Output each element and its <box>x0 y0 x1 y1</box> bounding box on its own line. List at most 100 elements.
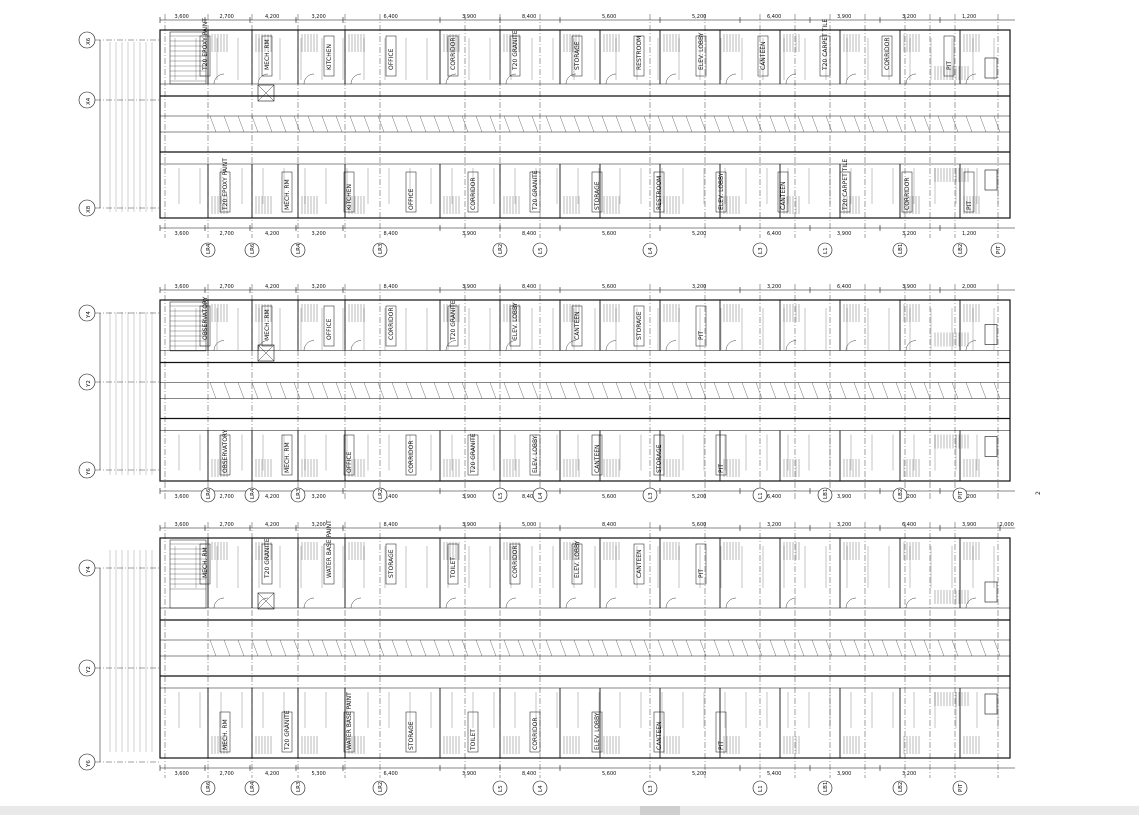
room-label: MECH. RM <box>222 719 229 750</box>
room-label: CANTEEN <box>656 721 663 750</box>
room-label: CORRIDOR <box>388 307 395 340</box>
dimension-text: 1,200 <box>962 494 976 500</box>
room-label: T20 EPOXY PAINT <box>222 158 229 211</box>
grid-bubble <box>752 242 768 258</box>
grid-bubble <box>244 780 260 796</box>
grid-label: L4 <box>648 247 654 254</box>
grid-label: L3 <box>758 247 764 254</box>
grid-label: LR2 <box>378 782 384 792</box>
dimension-text: 3,200 <box>312 284 326 290</box>
room-label: CORRIDOR <box>408 440 415 473</box>
grid-bubble <box>952 487 968 503</box>
room-label: ELEV. LOBBY <box>698 32 705 70</box>
dimension-text: 5,200 <box>692 494 706 500</box>
grid-label: PIT <box>958 783 964 792</box>
grid-bubble <box>952 242 968 258</box>
room-label: ELEV. LOBBY <box>532 435 539 473</box>
grid-label: Y4 <box>86 311 92 319</box>
room-label: ELEV. LOBBY <box>574 540 581 578</box>
dimension-text: 8,400 <box>384 522 398 528</box>
grid-bubble <box>817 242 833 258</box>
dimension-text: 8,400 <box>522 14 536 20</box>
grid-label: L4 <box>538 785 544 792</box>
grid-label: LB1 <box>823 782 829 792</box>
grid-label: LB1 <box>823 489 829 499</box>
dimension-text: 8,400 <box>384 494 398 500</box>
grid-label: PIT <box>958 490 964 499</box>
dimension-text: 3,200 <box>767 284 781 290</box>
dimension-text: 2,700 <box>220 522 234 528</box>
room-label: OFFICE <box>326 318 333 340</box>
grid-label: X4 <box>86 97 92 105</box>
grid-bubble <box>244 487 260 503</box>
grid-bubble <box>752 487 768 503</box>
grid-label: LB1 <box>898 244 904 254</box>
room-label: CORRIDOR <box>512 545 519 578</box>
dimension-text: 8,400 <box>522 284 536 290</box>
dimension-text: 1,200 <box>962 14 976 20</box>
grid-bubble <box>817 487 833 503</box>
dimension-text: 3,200 <box>767 522 781 528</box>
dimension-text: 1,200 <box>962 231 976 237</box>
scroll-thumb[interactable] <box>640 806 680 815</box>
grid-bubble <box>532 780 548 796</box>
dimension-text: 4,200 <box>265 231 279 237</box>
room-label: T20 GRANITE <box>264 538 271 579</box>
room-label: T20 GRANITE <box>284 710 291 751</box>
room-label: T20 CARPET TILE <box>842 159 849 211</box>
dimension-text: 8,400 <box>384 231 398 237</box>
grid-label: LR4 <box>296 243 302 254</box>
grid-label: X8 <box>86 205 92 213</box>
grid-bubble <box>200 780 216 796</box>
grid-label: LR4 <box>250 488 256 499</box>
dimension-text: 3,600 <box>175 231 189 237</box>
grid-bubble <box>492 487 508 503</box>
room-label: PIT <box>946 61 953 70</box>
dimension-text: 4,200 <box>265 14 279 20</box>
grid-label: LB2 <box>898 782 904 792</box>
dimension-text: 6,400 <box>837 284 851 290</box>
room-label: MECH. RM <box>284 442 291 473</box>
room-label: KITCHEN <box>326 44 333 70</box>
viewer-bottom-strip <box>0 806 1139 815</box>
room-label: CANTEEN <box>594 444 601 473</box>
grid-bubble <box>990 242 1006 258</box>
grid-label: Y4 <box>86 566 92 574</box>
grid-bubble <box>642 487 658 503</box>
grid-label: LR4 <box>250 781 256 792</box>
room-label: CORRIDOR <box>884 37 891 70</box>
room-label: T20 GRANITE <box>470 433 477 474</box>
dimension-text: 3,600 <box>175 494 189 500</box>
dimension-text: 5,300 <box>312 771 326 777</box>
room-label: OBSERVATORY <box>202 296 209 340</box>
dimension-text: 5,000 <box>522 522 536 528</box>
room-label: WATER BASE PAINT <box>346 692 353 750</box>
grid-label: L5 <box>538 247 544 254</box>
dimension-text: 3,200 <box>902 14 916 20</box>
dimension-text: 2,000 <box>962 284 976 290</box>
dimension-text: 3,900 <box>902 284 916 290</box>
dimension-text: 3,900 <box>837 231 851 237</box>
dimension-text: 6,400 <box>902 522 916 528</box>
dimension-text: 6,400 <box>384 771 398 777</box>
room-label: MECH. RM <box>264 309 271 340</box>
grid-label: Y6 <box>86 468 92 476</box>
grid-bubble <box>372 780 388 796</box>
grid-label: LR3 <box>378 243 384 254</box>
dimension-text: 8,400 <box>522 494 536 500</box>
grid-label: Y2 <box>86 380 92 388</box>
dimension-text: 3,900 <box>462 14 476 20</box>
room-label: CORRIDOR <box>470 177 477 210</box>
room-label: T20 GRANITE <box>450 300 457 341</box>
dimension-text: 3,200 <box>902 771 916 777</box>
dimension-text: 2,700 <box>220 494 234 500</box>
grid-bubble <box>244 242 260 258</box>
dimension-text: 2,000 <box>1000 522 1014 528</box>
dimension-text: 3,600 <box>175 14 189 20</box>
dimension-text: 3,900 <box>962 522 976 528</box>
room-label: T20 GRANITE <box>512 30 519 71</box>
room-label: CANTEEN <box>780 181 787 210</box>
grid-label: LR6 <box>206 488 212 499</box>
grid-label: LR2 <box>378 489 384 499</box>
dimension-text: 3,900 <box>462 522 476 528</box>
